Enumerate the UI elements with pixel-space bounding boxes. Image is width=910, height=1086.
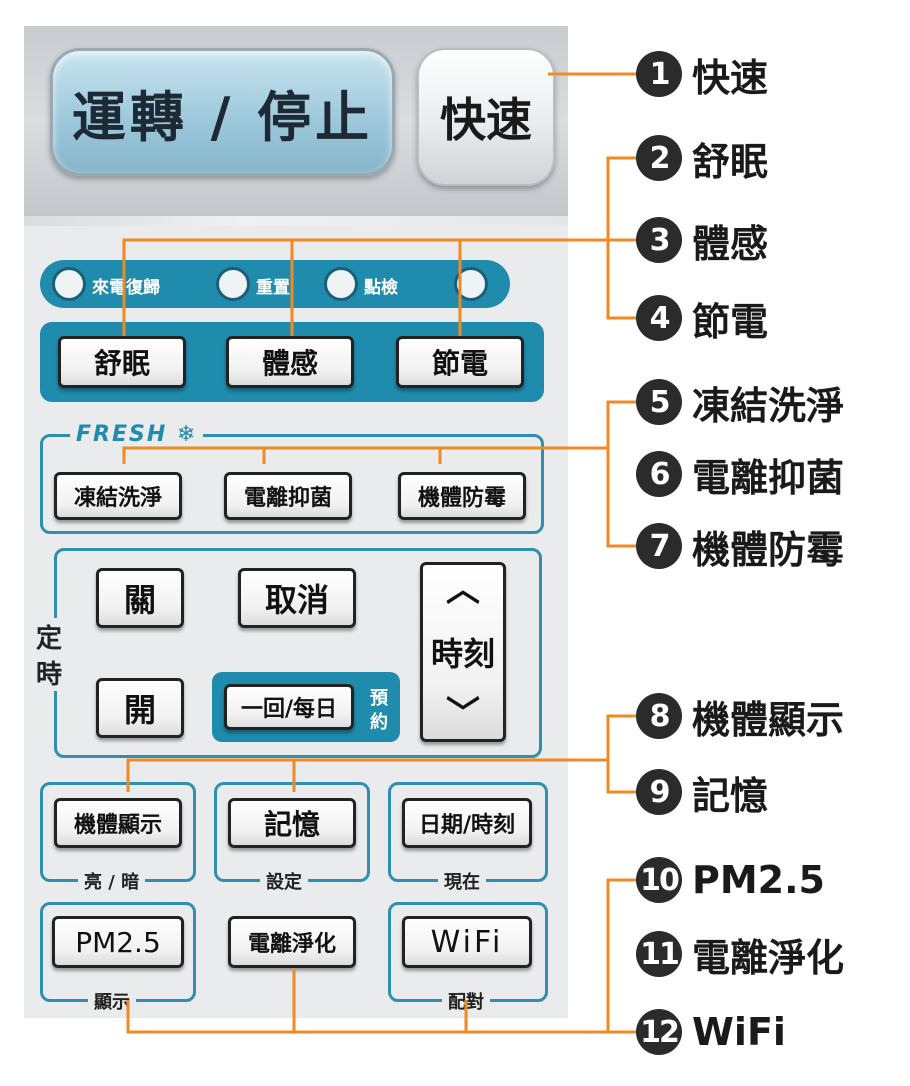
- legend-text: 電離淨化: [692, 935, 845, 980]
- legend-text: 體感: [692, 221, 769, 266]
- legend-text: 機體防霉: [692, 527, 845, 572]
- legend-text: 節電: [692, 299, 769, 344]
- legend-number: 12: [636, 1009, 682, 1055]
- freeze-wash-label: 凍結洗淨: [73, 486, 162, 511]
- time-label: 時刻: [430, 635, 495, 673]
- ion-antibacterial-button[interactable]: 電離抑菌: [224, 472, 352, 520]
- lamp-label-check: 點檢: [364, 278, 398, 298]
- legend-number: 9: [636, 769, 682, 815]
- run-stop-label: 運轉 / 停止: [71, 85, 374, 149]
- timer-label-2: 時: [32, 654, 67, 691]
- reserve-label-2: 約: [370, 712, 388, 733]
- ion-antibacterial-label: 電離抑菌: [243, 486, 332, 511]
- power-save-button[interactable]: 節電: [396, 336, 524, 388]
- memory-sub-label: 設定: [260, 868, 308, 894]
- fast-button[interactable]: 快速: [417, 48, 555, 186]
- sleep-button[interactable]: 舒眠: [58, 336, 186, 388]
- legend-text: 電離抑菌: [692, 455, 845, 500]
- anti-mold-label: 機體防霉: [417, 486, 506, 511]
- chevron-down-icon[interactable]: ﹀: [446, 694, 480, 734]
- power-save-label: 節電: [431, 347, 488, 380]
- legend-number: 7: [636, 523, 682, 569]
- lamp-icon: [52, 267, 86, 301]
- legend-text: 機體顯示: [692, 697, 845, 742]
- freeze-wash-button[interactable]: 凍結洗淨: [54, 472, 182, 520]
- once-daily-label: 一回/每日: [240, 697, 338, 722]
- legend-number: 5: [636, 379, 682, 425]
- reserve-label-1: 預: [370, 688, 388, 709]
- lamp-icon: [216, 267, 250, 301]
- memory-button[interactable]: 記憶: [228, 798, 356, 848]
- cancel-label: 取消: [264, 581, 329, 619]
- legend-text: WiFi: [692, 1010, 786, 1054]
- legend-number: 10: [636, 857, 682, 903]
- legend-number: 3: [636, 217, 682, 263]
- timer-off-label: 關: [123, 581, 156, 619]
- lamp-icon: [324, 267, 358, 301]
- once-daily-button[interactable]: 一回/每日: [224, 684, 354, 730]
- sleep-label: 舒眠: [93, 347, 150, 380]
- body-sense-label: 體感: [261, 347, 318, 380]
- timer-off-button[interactable]: 關: [96, 568, 184, 628]
- run-stop-button[interactable]: 運轉 / 停止: [50, 48, 395, 176]
- body-sense-button[interactable]: 體感: [226, 336, 354, 388]
- chevron-up-icon[interactable]: ︿: [446, 570, 480, 610]
- timer-label-1: 定: [32, 618, 67, 655]
- wifi-button[interactable]: WiFi: [402, 916, 532, 968]
- legend-text: 舒眠: [692, 139, 769, 184]
- unit-display-button[interactable]: 機體顯示: [54, 798, 182, 848]
- ion-purify-button[interactable]: 電離淨化: [228, 916, 356, 968]
- unit-display-label: 機體顯示: [73, 813, 162, 838]
- date-time-label: 日期/時刻: [418, 813, 516, 838]
- legend-text: 凍結洗淨: [692, 383, 845, 428]
- date-time-button[interactable]: 日期/時刻: [402, 798, 532, 848]
- timer-on-button[interactable]: 開: [96, 678, 184, 738]
- top-panel: 運轉 / 停止 快速: [24, 26, 568, 216]
- display-sub-label: 亮 / 暗: [78, 868, 146, 894]
- legend-text: 記憶: [692, 773, 769, 818]
- legend-number: 2: [636, 135, 682, 181]
- remote-control: 運轉 / 停止 快速 來電復歸 重置 點檢 舒眠 體感 節電 FRESH ❄ 凍…: [24, 26, 568, 1018]
- legend-number: 8: [636, 693, 682, 739]
- memory-label: 記憶: [263, 808, 320, 841]
- ion-purify-label: 電離淨化: [247, 932, 336, 957]
- pm25-button[interactable]: PM2.5: [52, 916, 184, 968]
- legend-number: 11: [636, 931, 682, 977]
- wifi-label: WiFi: [430, 924, 504, 960]
- time-adjust-button[interactable]: ︿ 時刻 ﹀: [420, 562, 506, 742]
- legend-number: 1: [636, 51, 682, 97]
- timer-on-label: 開: [123, 691, 156, 729]
- fast-label: 快速: [440, 93, 532, 147]
- fresh-frame: [40, 434, 544, 534]
- legend-number: 6: [636, 451, 682, 497]
- datetime-sub-label: 現在: [438, 868, 486, 894]
- cancel-button[interactable]: 取消: [238, 568, 356, 628]
- legend-text: 快速: [692, 55, 769, 100]
- pm25-label: PM2.5: [75, 925, 161, 959]
- lower-panel: 來電復歸 重置 點檢 舒眠 體感 節電 FRESH ❄ 凍結洗淨 電離抑菌 機體…: [24, 226, 568, 1018]
- status-lamp-strip: [40, 260, 510, 308]
- anti-mold-button[interactable]: 機體防霉: [398, 472, 526, 520]
- legend-text: PM2.5: [692, 858, 825, 902]
- lamp-label-power-restore: 來電復歸: [92, 278, 160, 298]
- legend-number: 4: [636, 295, 682, 341]
- fresh-label: FRESH ❄: [70, 422, 204, 447]
- lamp-label-reset: 重置: [256, 278, 290, 298]
